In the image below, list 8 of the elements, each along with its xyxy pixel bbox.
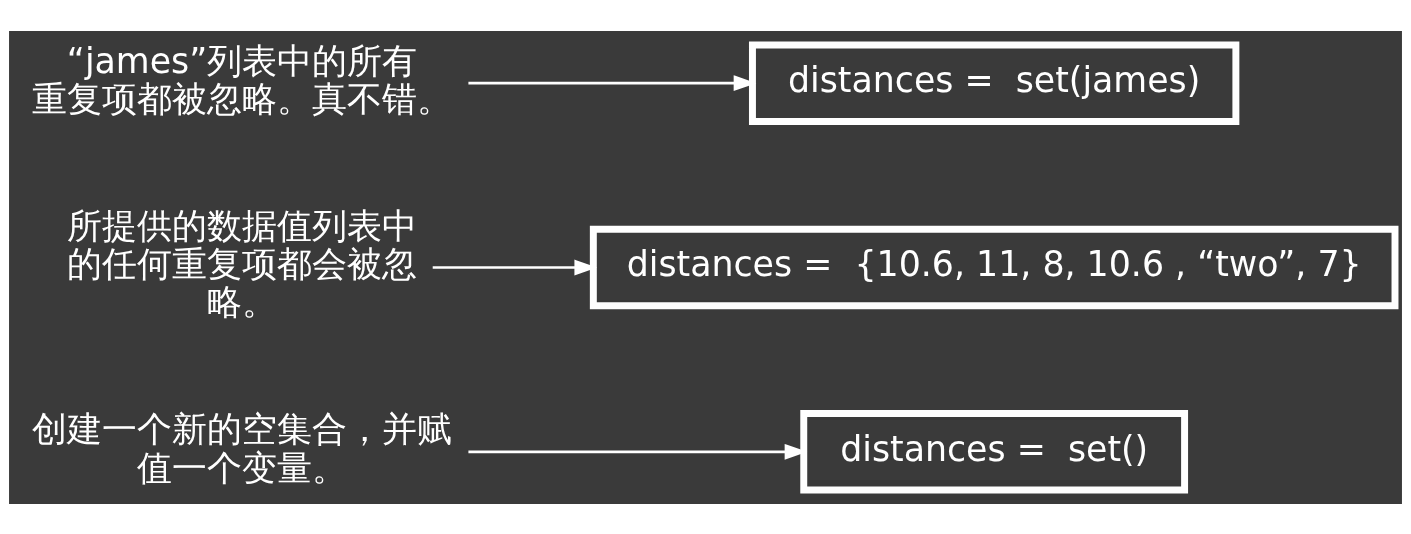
- node-text: 创建一个新的空集合，并赋值一个变量。: [32, 408, 453, 488]
- node-box: distances = {10.6, 11, 8, 10.6 , “two”, 7}: [589, 225, 1399, 309]
- arrow: [432, 259, 598, 275]
- node-text: 所提供的数据值列表中的任何重复项都会被忽略。: [67, 205, 418, 322]
- node-box: distances = set(): [800, 409, 1189, 494]
- node-text: “james”列表中的所有重复项都被忽略。真不错。: [32, 40, 453, 119]
- node-box: distances = set(james): [748, 40, 1240, 125]
- arrow: [468, 74, 757, 91]
